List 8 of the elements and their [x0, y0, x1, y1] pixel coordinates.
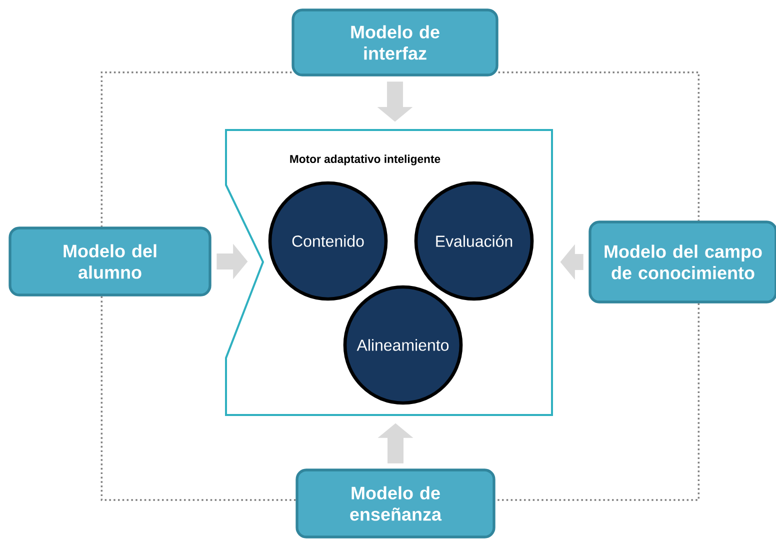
dotted-connector — [498, 71, 700, 221]
model-box: Modelo de interfaz — [292, 8, 498, 76]
model-box: Modelo de enseñanza — [296, 468, 496, 538]
dotted-connector — [495, 303, 700, 501]
dotted-connector — [100, 71, 292, 227]
model-box: Modelo del alumno — [8, 226, 212, 296]
model-box: Modelo del campo de conocimiento — [588, 220, 776, 304]
dotted-connector — [100, 296, 296, 501]
